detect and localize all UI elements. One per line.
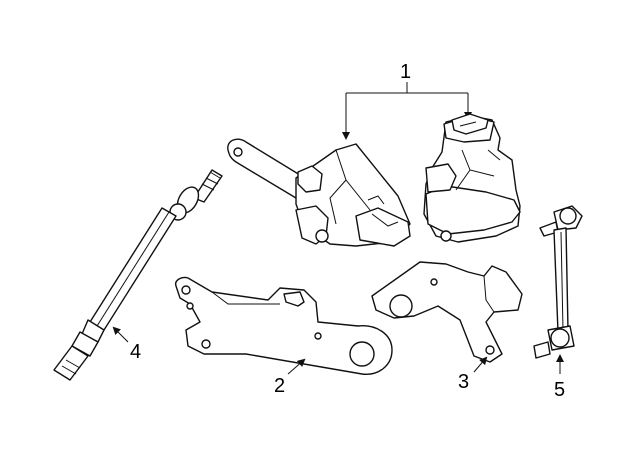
callout-4: 4 bbox=[130, 341, 141, 363]
link-rod-5 bbox=[533, 205, 583, 359]
link-rod-4 bbox=[53, 169, 223, 381]
callout-2: 2 bbox=[274, 375, 285, 397]
callout-5: 5 bbox=[554, 379, 565, 401]
bracket-3 bbox=[371, 261, 523, 363]
callout-1-leader bbox=[342, 82, 472, 140]
level-sensor-left bbox=[227, 138, 411, 247]
callout-2-leader bbox=[287, 358, 306, 375]
callout-4-leader bbox=[112, 326, 129, 343]
callout-3-leader bbox=[473, 356, 488, 373]
bracket-2 bbox=[175, 276, 393, 375]
callout-3: 3 bbox=[458, 371, 469, 393]
level-sensor-right bbox=[423, 113, 521, 243]
callout-1: 1 bbox=[400, 61, 411, 83]
